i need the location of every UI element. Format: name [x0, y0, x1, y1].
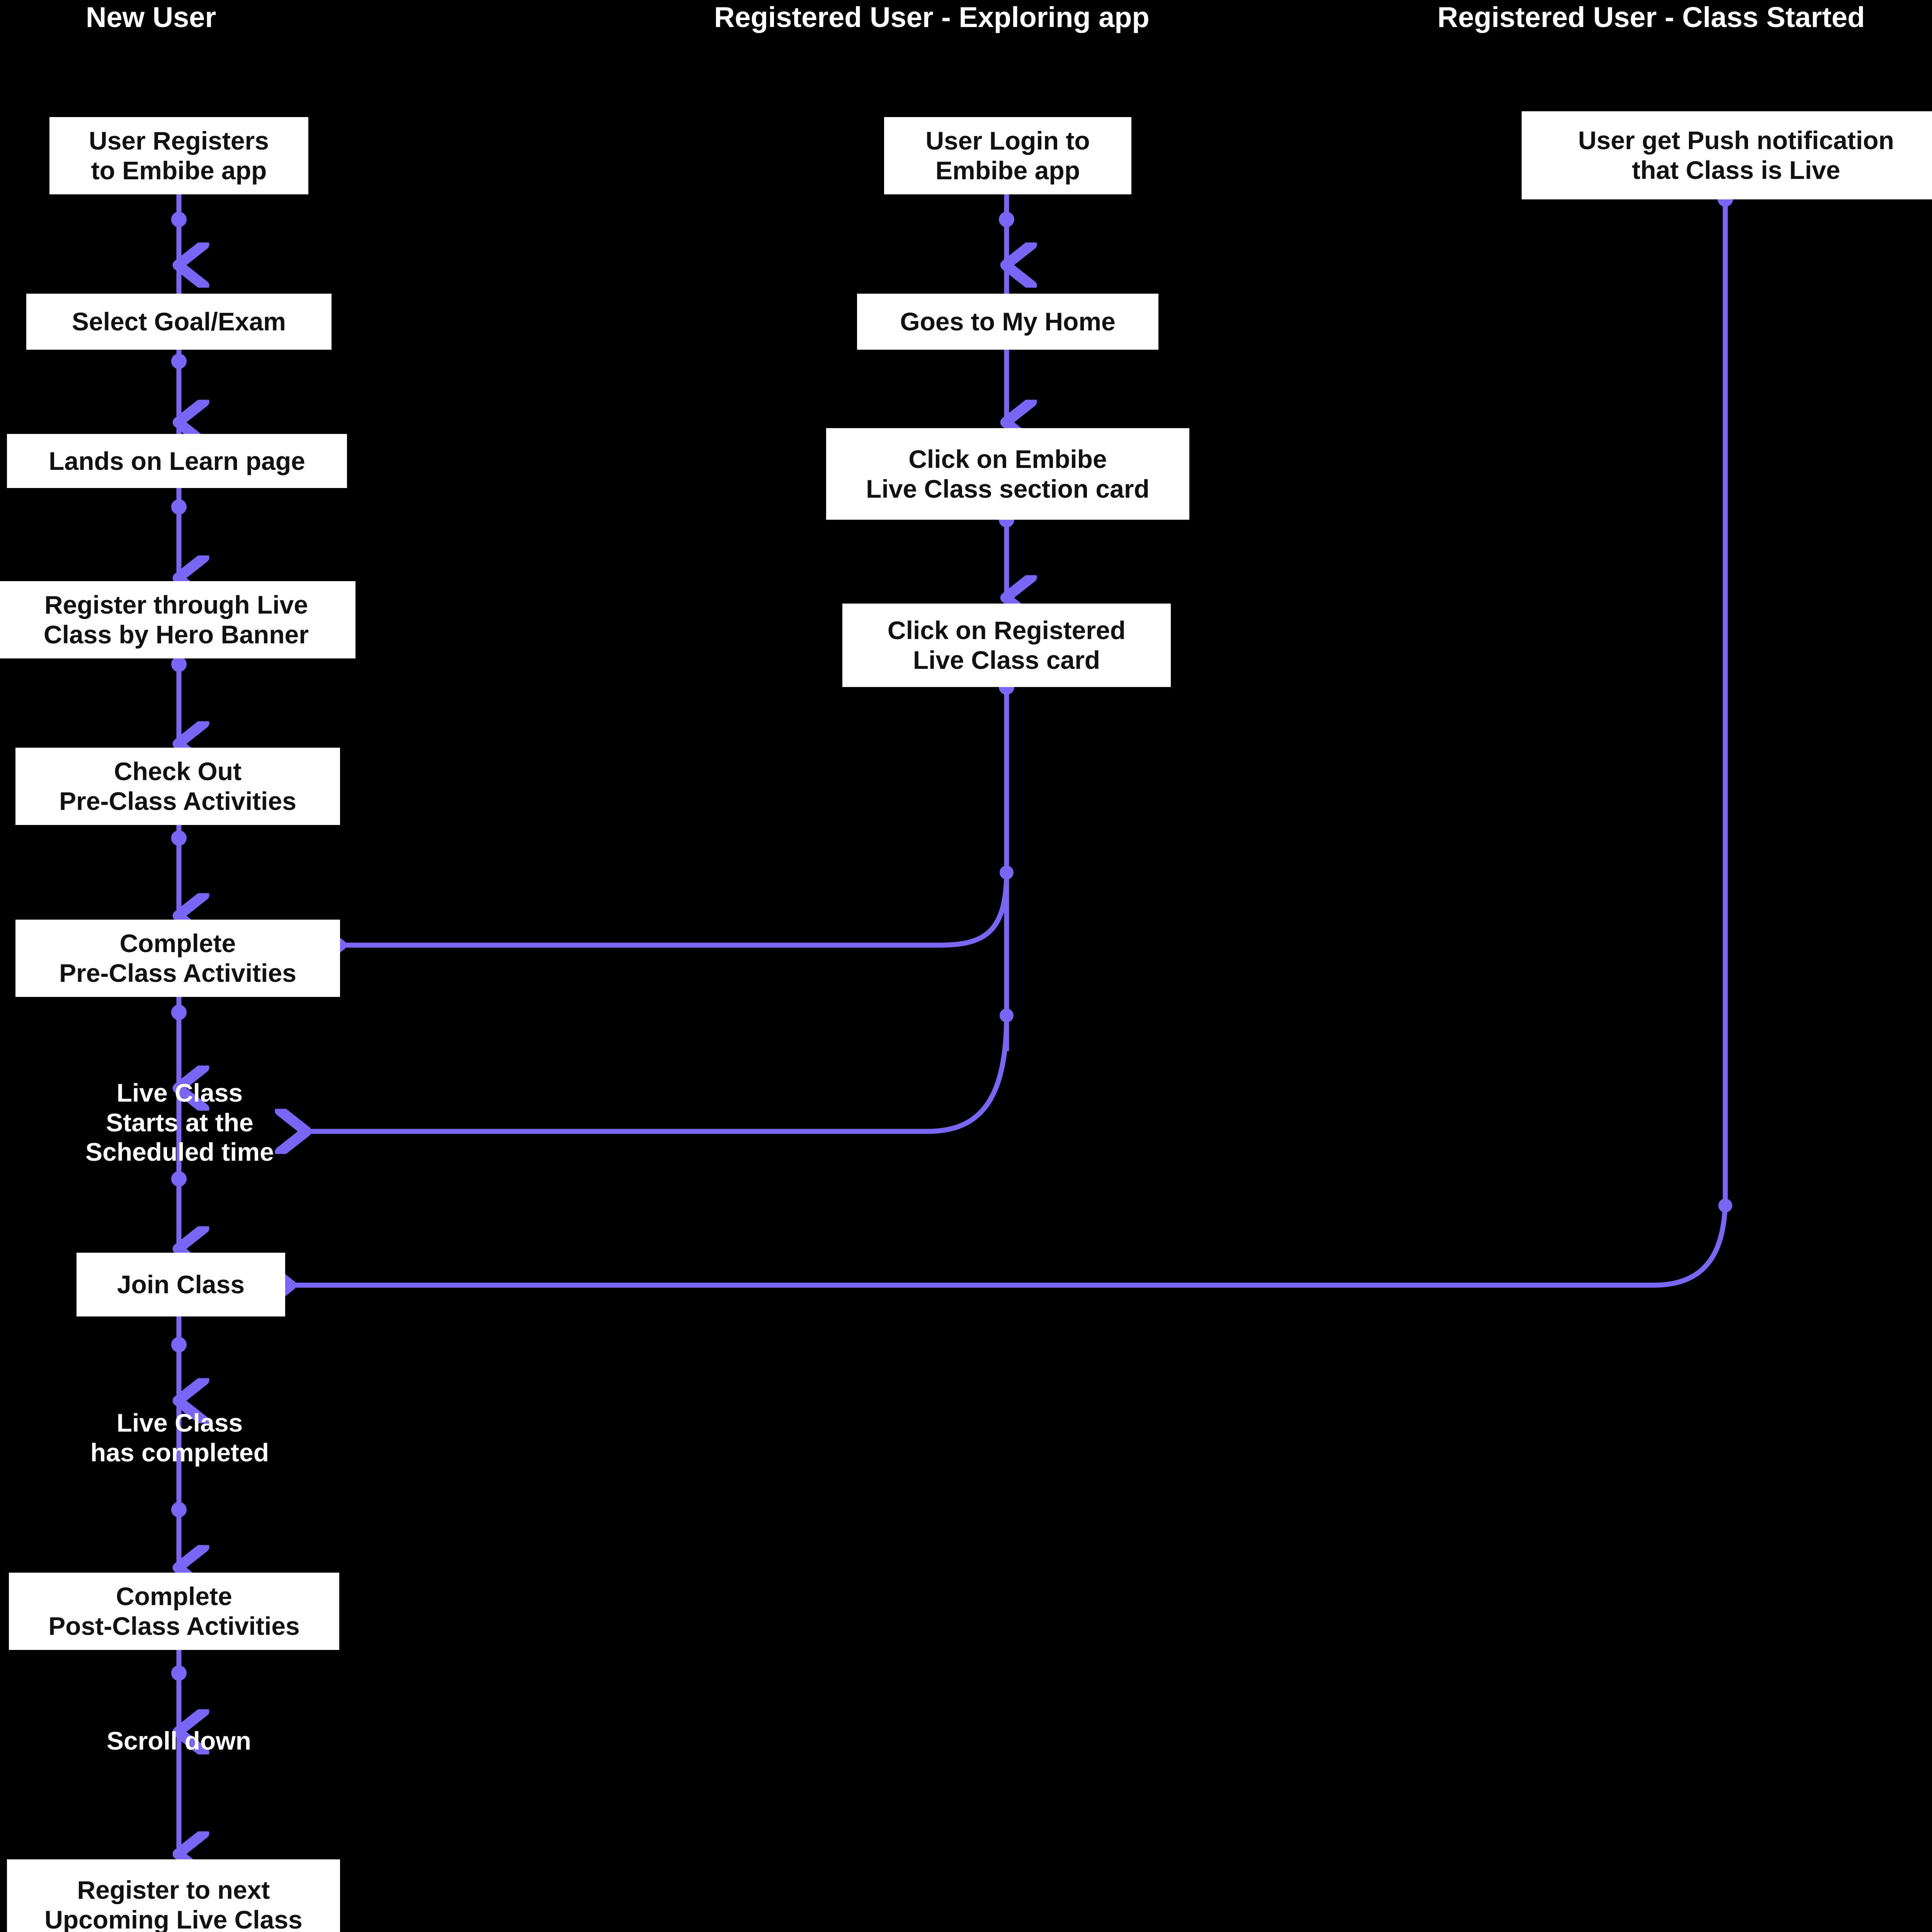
node-live-class-completed: Live Class has completed: [50, 1406, 309, 1469]
node-check-out-pre-class[interactable]: Check Out Pre-Class Activities: [15, 748, 340, 825]
edge-m4-n6: [340, 872, 1009, 945]
column-header-new-user: New User: [86, 1, 216, 33]
node-complete-pre-class[interactable]: Complete Pre-Class Activities: [15, 920, 340, 997]
node-join-class[interactable]: Join Class: [77, 1253, 285, 1316]
node-complete-post-class[interactable]: Complete Post-Class Activities: [9, 1573, 339, 1650]
node-label: Lands on Learn page: [49, 446, 305, 475]
node-label: Join Class: [117, 1270, 245, 1299]
node-label: User Registers to Embibe app: [89, 126, 269, 185]
node-label: Click on Embibe Live Class section card: [866, 444, 1150, 503]
node-label: Complete Post-Class Activities: [48, 1582, 300, 1640]
node-click-registered-live-class[interactable]: Click on Registered Live Class card: [842, 604, 1171, 687]
node-lands-on-learn-page[interactable]: Lands on Learn page: [7, 434, 347, 488]
node-label: User get Push notification that Class is…: [1578, 126, 1894, 184]
column-header-exploring-app: Registered User - Exploring app: [714, 1, 1150, 33]
node-label: Goes to My Home: [900, 307, 1116, 336]
node-user-login[interactable]: User Login to Embibe app: [884, 117, 1131, 194]
edge-m3-m4: [999, 512, 1014, 598]
node-click-embibe-live-class-section[interactable]: Click on Embibe Live Class section card: [826, 428, 1189, 520]
node-user-registers[interactable]: User Registers to Embibe app: [49, 117, 308, 194]
node-label: Select Goal/Exam: [72, 307, 286, 336]
node-push-notification[interactable]: User get Push notification that Class is…: [1522, 111, 1932, 199]
node-label: Register through Live Class by Hero Bann…: [44, 590, 309, 649]
edge-m4-trunk: [999, 679, 1014, 1051]
edge-r1-n8: [290, 191, 1733, 1285]
node-select-goal-exam[interactable]: Select Goal/Exam: [26, 294, 332, 350]
node-label: Register to next Upcoming Live Class: [44, 1876, 303, 1932]
node-label: Complete Pre-Class Activities: [59, 929, 296, 987]
node-label: Live Class Starts at the Scheduled time: [85, 1078, 274, 1167]
node-label: Scroll down: [106, 1726, 252, 1755]
node-label: User Login to Embibe app: [925, 126, 1090, 185]
edge-m4-n7: [305, 1015, 1009, 1131]
node-live-class-starts: Live Class Starts at the Scheduled time: [50, 1078, 309, 1167]
column-header-class-started: Registered User - Class Started: [1437, 1, 1865, 33]
node-label: Check Out Pre-Class Activities: [59, 757, 296, 815]
node-label: Live Class has completed: [90, 1408, 269, 1467]
node-register-via-hero-banner[interactable]: Register through Live Class by Hero Bann…: [0, 581, 355, 658]
node-label: Click on Registered Live Class card: [887, 616, 1126, 674]
node-goes-to-my-home[interactable]: Goes to My Home: [857, 294, 1158, 350]
node-register-next-live-class[interactable]: Register to next Upcoming Live Class: [7, 1859, 340, 1932]
node-scroll-down: Scroll down: [82, 1721, 276, 1760]
